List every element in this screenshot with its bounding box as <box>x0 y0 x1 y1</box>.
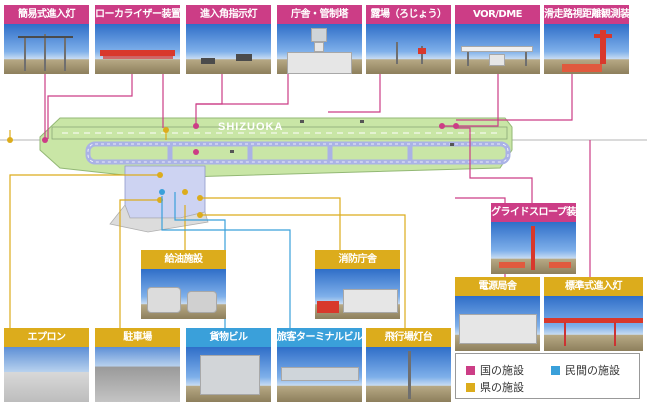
card-label: 給油施設 <box>141 250 226 269</box>
card-label: VOR/DME <box>455 5 540 24</box>
legend: 国の施設 民間の施設 県の施設 <box>455 353 640 399</box>
card-label: 簡易式進入灯 <box>4 5 89 24</box>
card-beacon[interactable]: 飛行場灯台 <box>366 328 451 402</box>
photo <box>4 347 89 402</box>
legend-item-national: 国の施設 <box>466 362 524 378</box>
prefectural-leader-lines <box>9 128 406 335</box>
card-simple-approach-light[interactable]: 簡易式進入灯 <box>4 5 89 74</box>
card-label: 飛行場灯台 <box>366 328 451 347</box>
card-terminal-tower[interactable]: 庁舎・管制塔 <box>277 5 362 74</box>
card-vor-dme[interactable]: VOR/DME <box>455 5 540 74</box>
photo <box>315 269 400 319</box>
legend-label-national: 国の施設 <box>480 364 524 377</box>
photo <box>544 24 629 74</box>
card-label: ローカライザー装置 <box>95 5 180 24</box>
card-apron[interactable]: エプロン <box>4 328 89 402</box>
card-parking[interactable]: 駐車場 <box>95 328 180 402</box>
runway-name: SHIZUOKA <box>218 121 284 133</box>
card-fuel-facility[interactable]: 給油施設 <box>141 250 226 319</box>
card-standard-approach-light[interactable]: 標準式進入灯 <box>544 277 643 351</box>
legend-swatch-private <box>551 365 560 375</box>
photo <box>366 347 451 402</box>
card-label: 庁舎・管制塔 <box>277 5 362 24</box>
card-label: 滑走路視距離観測装置 <box>544 5 629 24</box>
photo <box>455 296 540 351</box>
card-glide-slope[interactable]: グライドスロープ装置 <box>491 203 576 274</box>
legend-swatch-prefectural <box>466 382 475 392</box>
national-leader-lines <box>44 65 591 288</box>
card-label: 駐車場 <box>95 328 180 347</box>
photo <box>4 24 89 74</box>
card-fire-station[interactable]: 消防庁舎 <box>315 250 400 319</box>
legend-label-prefectural: 県の施設 <box>480 381 524 394</box>
photo <box>455 24 540 74</box>
photo <box>186 347 271 402</box>
photo <box>141 269 226 319</box>
card-label: 進入角指示灯 <box>186 5 271 24</box>
card-power-station[interactable]: 電源局舎 <box>455 277 540 351</box>
card-label: エプロン <box>4 328 89 347</box>
photo <box>277 347 362 402</box>
photo <box>95 24 180 74</box>
parking-area <box>109 204 209 233</box>
card-label: 電源局舎 <box>455 277 540 296</box>
card-rvr[interactable]: 滑走路視距離観測装置 <box>544 5 629 74</box>
photo <box>277 24 362 74</box>
card-localizer[interactable]: ローカライザー装置 <box>95 5 180 74</box>
card-label: グライドスロープ装置 <box>491 203 576 222</box>
card-label: 貨物ビル <box>186 328 271 347</box>
card-label: 露場（ろじょう） <box>366 5 451 24</box>
photo <box>491 222 576 274</box>
photo <box>95 347 180 402</box>
legend-label-private: 民間の施設 <box>565 364 620 377</box>
card-weather-field[interactable]: 露場（ろじょう） <box>366 5 451 74</box>
photo <box>366 24 451 74</box>
legend-swatch-national <box>466 365 475 375</box>
card-label: 消防庁舎 <box>315 250 400 269</box>
photo <box>186 24 271 74</box>
taxiway-system <box>85 141 511 165</box>
card-label: 旅客ターミナルビル <box>277 328 362 347</box>
card-label: 標準式進入灯 <box>544 277 643 296</box>
card-papi[interactable]: 進入角指示灯 <box>186 5 271 74</box>
card-passenger-terminal[interactable]: 旅客ターミナルビル <box>277 328 362 402</box>
photo <box>544 296 643 351</box>
card-cargo-building[interactable]: 貨物ビル <box>186 328 271 402</box>
legend-item-prefectural: 県の施設 <box>466 379 524 395</box>
legend-item-private: 民間の施設 <box>551 362 620 378</box>
